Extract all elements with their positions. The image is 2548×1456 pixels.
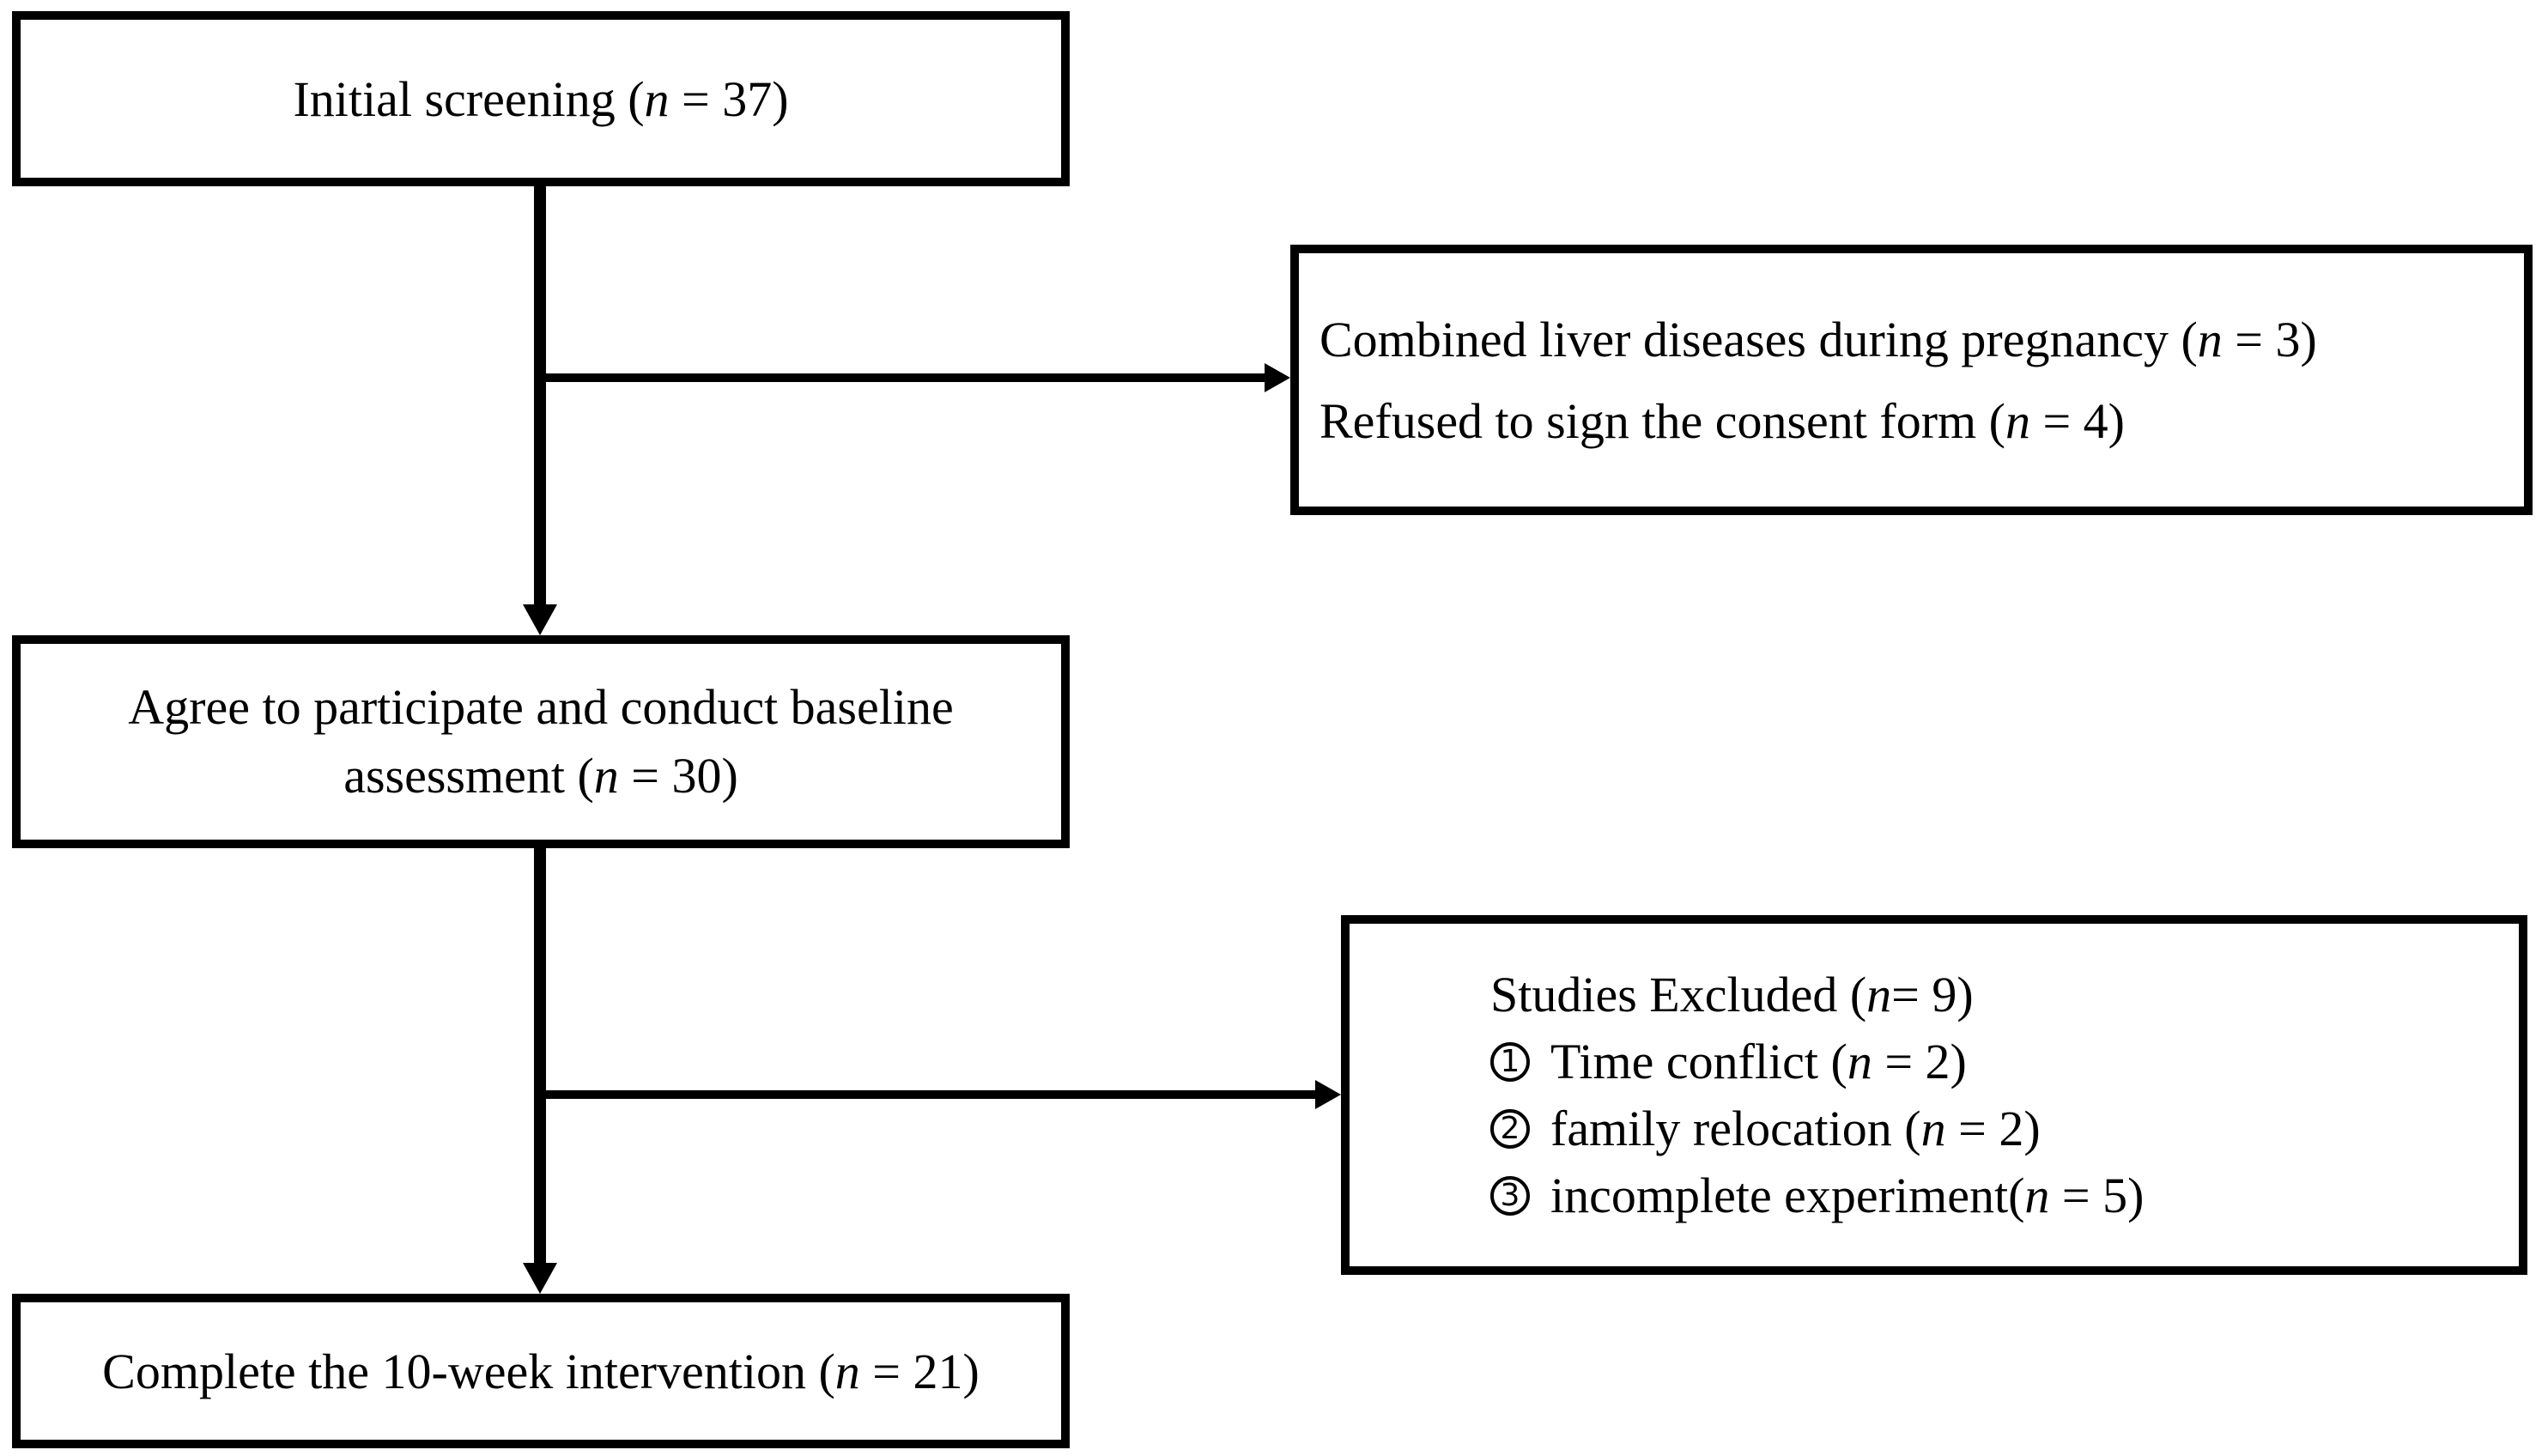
node-studies-excluded: Studies Excluded (n = 9) 1 Time conflict… — [1341, 915, 2527, 1275]
connector-line-vertical-2 — [534, 848, 546, 1264]
studies-excluded-item-3-label: incomplete experiment(n = 5) — [1550, 1168, 2145, 1223]
node-complete-intervention: Complete the 10-week intervention (n = 2… — [12, 1294, 1070, 1448]
excluded-screening-line-1: Combined liver diseases during pregnancy… — [1320, 311, 2317, 367]
studies-excluded-item-1-label: Time conflict (n = 2) — [1550, 1034, 1967, 1089]
circled-number-1-icon: 1 — [1490, 1041, 1530, 1082]
arrowhead-right-icon-1 — [1265, 363, 1290, 392]
node-initial-screening: Initial screening (n = 37) — [12, 11, 1070, 186]
baseline-line-1: Agree to participate and conduct baselin… — [128, 679, 954, 735]
studies-excluded-item: 1 Time conflict (n = 2) — [1490, 1028, 2519, 1095]
arrowhead-down-icon-2 — [523, 1263, 557, 1294]
arrowhead-right-icon-2 — [1315, 1080, 1341, 1109]
arrowhead-down-icon-1 — [523, 604, 557, 635]
node-baseline-assessment: Agree to participate and conduct baselin… — [12, 635, 1070, 848]
studies-excluded-item: 2 family relocation (n = 2) — [1490, 1095, 2519, 1162]
studies-excluded-item: 3 incomplete experiment(n = 5) — [1490, 1162, 2519, 1229]
excluded-screening-line-2: Refused to sign the consent form (n = 4) — [1320, 392, 2125, 449]
connector-line-horizontal-1 — [534, 373, 1265, 382]
connector-line-vertical-1 — [534, 186, 546, 605]
studies-excluded-title: Studies Excluded (n = 9) — [1490, 967, 1974, 1022]
node-initial-screening-label: Initial screening (n = 37) — [293, 70, 789, 127]
studies-excluded-item-2-label: family relocation (n = 2) — [1550, 1101, 2041, 1156]
node-complete-intervention-label: Complete the 10-week intervention (n = 2… — [102, 1343, 980, 1399]
baseline-line-2: assessment (n = 30) — [343, 748, 738, 804]
node-excluded-at-screening: Combined liver diseases during pregnancy… — [1290, 245, 2533, 515]
circled-number-2-icon: 2 — [1490, 1108, 1530, 1149]
connector-line-horizontal-2 — [534, 1090, 1315, 1099]
circled-number-3-icon: 3 — [1490, 1175, 1530, 1216]
